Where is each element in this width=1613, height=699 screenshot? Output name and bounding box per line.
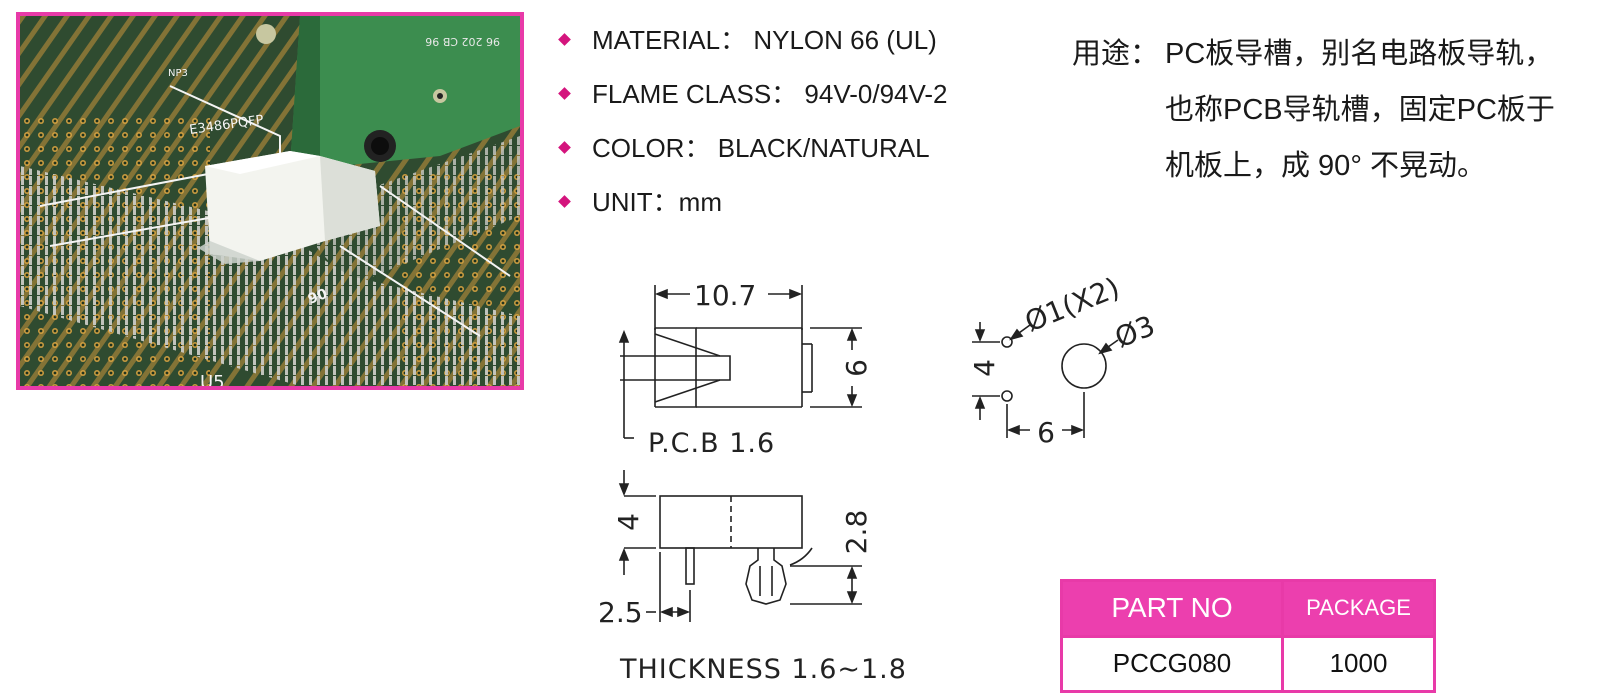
table-header-part-no: PART NO — [1063, 582, 1281, 635]
spec-value: mm — [678, 187, 722, 217]
spec-material: MATERIAL： NYLON 66 (UL) — [558, 22, 948, 76]
dimension-pin-offset: 2.5 — [598, 596, 643, 629]
spec-list: MATERIAL： NYLON 66 (UL) FLAME CLASS： 94V… — [558, 22, 948, 238]
spec-value: 94V-0/94V-2 — [804, 79, 948, 109]
table-cell-part-no: PCCG080 — [1063, 637, 1281, 690]
usage-line: PC板导槽，别名电路板导轨， — [1165, 38, 1554, 70]
spec-unit: UNIT：mm — [558, 184, 948, 238]
dimension-hole-spacing: 4 — [968, 359, 1001, 377]
spec-label: MATERIAL： — [592, 25, 747, 55]
spec-color: COLOR： BLACK/NATURAL — [558, 130, 948, 184]
spec-value: BLACK/NATURAL — [717, 133, 930, 163]
dimension-clip-height: 2.8 — [840, 510, 873, 555]
dimension-hole-offset: 6 — [1037, 416, 1055, 449]
board-label: 90 — [306, 286, 330, 308]
spec-label: UNIT： — [592, 187, 679, 217]
dimension-body-height: 4 — [612, 513, 645, 531]
usage-label: 用途： — [1072, 38, 1160, 70]
usage-description: 用途：PC板导槽，别名电路板导轨， 也称PCB导轨槽，固定PC板于 机板上，成 … — [1072, 26, 1555, 194]
dimension-width: 10.7 — [694, 279, 756, 312]
board-label: NP3 — [168, 68, 188, 79]
thickness-range-label: THICKNESS 1.6~1.8 — [619, 654, 907, 685]
usage-line: 机板上，成 90° 不晃动。 — [1165, 150, 1486, 182]
large-hole-label: Ø3 — [1110, 309, 1159, 355]
spec-label: COLOR： — [592, 133, 711, 163]
pcb-thickness-label: P.C.B 1.6 — [648, 428, 775, 459]
table-cell-package: 1000 — [1284, 637, 1433, 690]
usage-line: 也称PCB导轨槽，固定PC板于 — [1165, 94, 1555, 126]
dimension-height: 6 — [840, 359, 873, 377]
table-header-package: PACKAGE — [1284, 582, 1433, 635]
spec-flame-class: FLAME CLASS： 94V-0/94V-2 — [558, 76, 948, 130]
pcb-guide-photo: E3486PQFP 90 U5 NP3 96 202 CB 96 — [20, 16, 520, 386]
part-table: PART NO PACKAGE PCCG080 1000 — [1060, 579, 1436, 693]
product-photo: E3486PQFP 90 U5 NP3 96 202 CB 96 — [16, 12, 524, 390]
spec-label: FLAME CLASS： — [592, 79, 798, 109]
board-label: U5 — [200, 372, 225, 386]
small-hole-label: Ø1(X2) — [1020, 271, 1124, 339]
board-label: 96 202 CB 96 — [425, 35, 500, 48]
spec-value: NYLON 66 (UL) — [753, 25, 937, 55]
